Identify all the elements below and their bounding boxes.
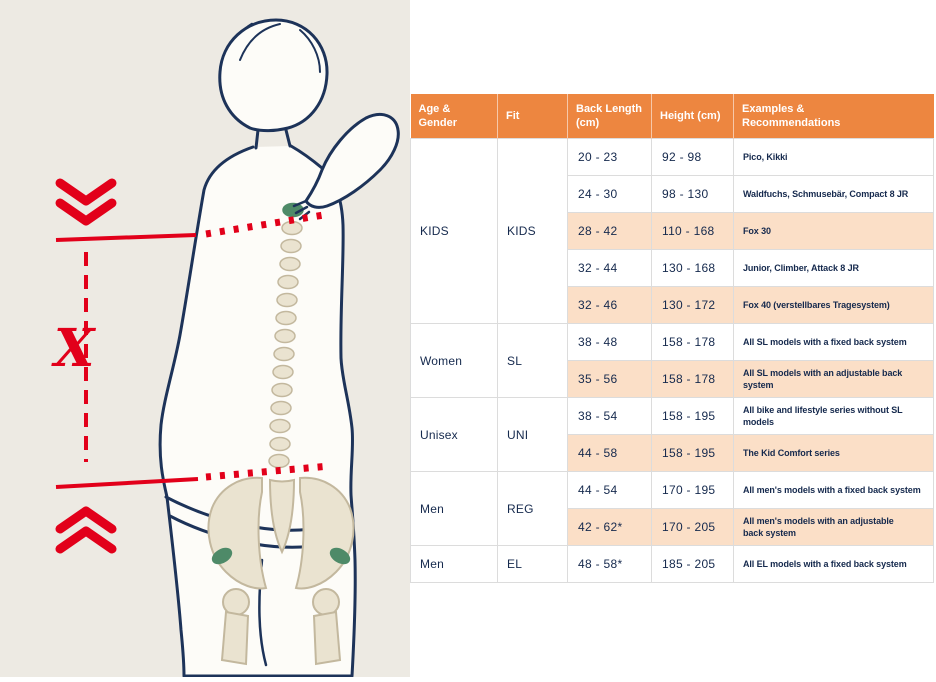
col-header-age-gender: Age & Gender xyxy=(410,94,498,139)
bottom-arrow-icon xyxy=(55,506,117,554)
height-cell: 110 - 168 xyxy=(651,212,734,250)
examples-cell: Fox 30 xyxy=(733,212,934,250)
neck-lines xyxy=(254,128,292,150)
examples-cell: Fox 40 (verstellbares Tragesystem) xyxy=(733,286,934,324)
table-row: 32 - 44 130 - 168 Junior, Climber, Attac… xyxy=(411,249,934,287)
col-header-back-length: Back Length (cm) xyxy=(567,94,652,139)
right-hip-green-accent xyxy=(329,547,351,565)
back-length-cell: 38 - 54 xyxy=(567,397,652,435)
age-group-women: Women xyxy=(410,323,498,398)
table-row: Unisex UNI 38 - 54 158 - 195 All bike an… xyxy=(410,397,934,472)
height-cell: 185 - 205 xyxy=(651,545,734,583)
height-cell: 170 - 195 xyxy=(651,471,734,509)
size-chart-table: Age & Gender Fit Back Length (cm) Height… xyxy=(410,94,934,583)
bottom-measure-line xyxy=(55,477,199,489)
height-cell: 170 - 205 xyxy=(651,508,734,546)
col-header-height: Height (cm) xyxy=(651,94,734,139)
table-row: 42 - 62* 170 - 205 All men's models with… xyxy=(411,508,934,546)
examples-cell: All EL models with a fixed back system xyxy=(733,545,934,583)
back-length-cell: 32 - 44 xyxy=(567,249,652,287)
header-row: Age & Gender Fit Back Length (cm) Height… xyxy=(410,94,934,139)
table-row: Men REG 44 - 54 170 - 195 All men's mode… xyxy=(410,471,934,546)
table-row: KIDS KIDS 20 - 23 92 - 98 Pico, Kikki xyxy=(410,138,934,324)
fit-group-el: EL xyxy=(497,545,568,583)
back-length-cell: 28 - 42 xyxy=(567,212,652,250)
table-row: Men EL 48 - 58* 185 - 205 All EL models … xyxy=(410,545,934,583)
examples-cell: All men's models with a fixed back syste… xyxy=(733,471,934,509)
back-length-cell: 20 - 23 xyxy=(567,138,652,176)
table-row: 24 - 30 98 - 130 Waldfuchs, Schmusebär, … xyxy=(411,175,934,213)
height-cell: 92 - 98 xyxy=(651,138,734,176)
back-length-cell: 42 - 62* xyxy=(567,508,652,546)
left-femur-head xyxy=(222,588,250,616)
table-row: 44 - 58 158 - 195 The Kid Comfort series xyxy=(411,434,934,472)
table-row: 28 - 42 110 - 168 Fox 30 xyxy=(411,212,934,250)
col-header-examples: Examples & Recommendations xyxy=(733,94,934,139)
back-length-cell: 38 - 48 xyxy=(567,323,652,361)
back-length-cell: 44 - 58 xyxy=(567,434,652,472)
fit-group-kids: KIDS xyxy=(497,138,568,324)
back-length-cell: 35 - 56 xyxy=(567,360,652,398)
left-femur xyxy=(220,610,250,666)
size-chart-panel: Age & Gender Fit Back Length (cm) Height… xyxy=(410,0,936,677)
fit-group-sl: SL xyxy=(497,323,568,398)
left-hip-green-accent xyxy=(211,547,233,565)
x-measurement-label: X xyxy=(51,318,97,379)
illustration-svg: X xyxy=(0,0,410,678)
back-length-cell: 44 - 54 xyxy=(567,471,652,509)
height-cell: 158 - 195 xyxy=(651,434,734,472)
back-measurement-illustration: X xyxy=(0,0,410,678)
head-outline xyxy=(218,18,329,133)
fit-group-uni: UNI xyxy=(497,397,568,472)
col-header-fit: Fit xyxy=(497,94,568,139)
examples-cell: Junior, Climber, Attack 8 JR xyxy=(733,249,934,287)
examples-cell: All bike and lifestyle series without SL… xyxy=(733,397,934,435)
examples-cell: Pico, Kikki xyxy=(733,138,934,176)
age-group-kids: KIDS xyxy=(410,138,498,324)
back-length-cell: 24 - 30 xyxy=(567,175,652,213)
right-femur-head xyxy=(312,588,340,616)
table-row: 32 - 46 130 - 172 Fox 40 (verstellbares … xyxy=(411,286,934,324)
height-cell: 158 - 195 xyxy=(651,397,734,435)
age-group-men-el: Men xyxy=(410,545,498,583)
spine xyxy=(268,202,304,469)
height-cell: 158 - 178 xyxy=(651,323,734,361)
height-cell: 130 - 172 xyxy=(651,286,734,324)
examples-cell: All men's models with an adjustable back… xyxy=(733,508,934,546)
examples-cell: Waldfuchs, Schmusebär, Compact 8 JR xyxy=(733,175,934,213)
raised-arm xyxy=(292,113,400,221)
examples-cell: All SL models with a fixed back system xyxy=(733,323,934,361)
sacrum xyxy=(268,478,296,555)
fit-group-reg: REG xyxy=(497,471,568,546)
height-cell: 130 - 168 xyxy=(651,249,734,287)
age-group-men-reg: Men xyxy=(410,471,498,546)
height-cell: 98 - 130 xyxy=(651,175,734,213)
age-group-unisex: Unisex xyxy=(410,397,498,472)
top-measure-line xyxy=(55,233,197,242)
pelvis xyxy=(207,476,355,666)
hair-strokes xyxy=(239,23,321,73)
table-row: Women SL 38 - 48 158 - 178 All SL models… xyxy=(410,323,934,398)
table-row: 35 - 56 158 - 178 All SL models with an … xyxy=(411,360,934,398)
examples-cell: The Kid Comfort series xyxy=(733,434,934,472)
top-arrow-icon xyxy=(55,178,117,226)
right-femur xyxy=(312,610,342,666)
back-length-cell: 32 - 46 xyxy=(567,286,652,324)
back-length-cell: 48 - 58* xyxy=(567,545,652,583)
examples-cell: All SL models with an adjustable back sy… xyxy=(733,360,934,398)
height-cell: 158 - 178 xyxy=(651,360,734,398)
measurement-marks xyxy=(55,178,331,554)
